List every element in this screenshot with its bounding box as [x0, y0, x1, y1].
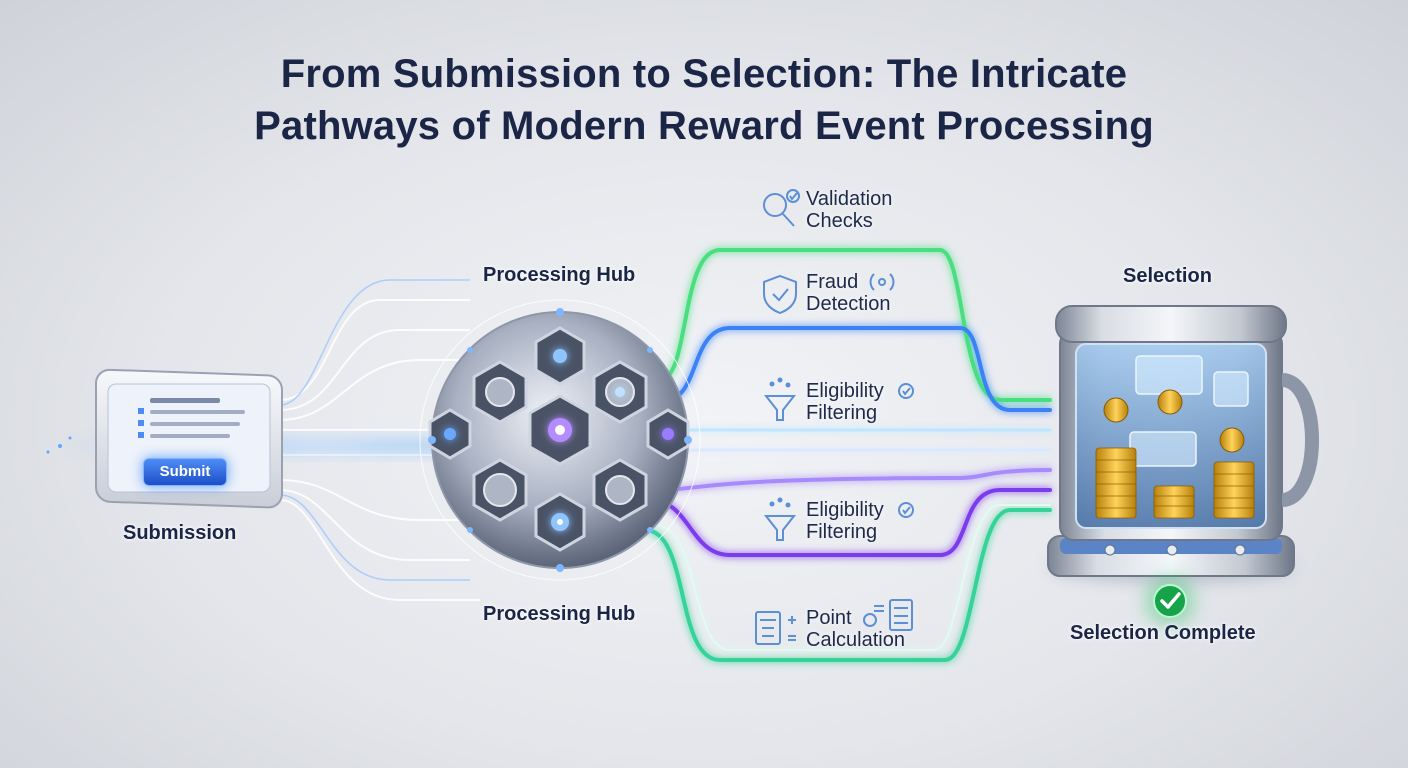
- vault-cards: [1129, 355, 1249, 467]
- check-circle-icon: [898, 383, 914, 399]
- stage-fraud-line-2: Detection: [806, 293, 891, 315]
- stage-point-calculation: Point Calculation: [806, 607, 905, 651]
- stage-point-line-2: Calculation: [806, 629, 905, 651]
- path-eligibility-2b: [648, 488, 1052, 557]
- calculator-icon: [755, 611, 796, 645]
- gear-icon: [483, 377, 635, 507]
- stage-eligibility-2-line-2: Filtering: [806, 521, 878, 543]
- processing-hub-bottom-label: Processing Hub: [483, 603, 636, 625]
- stage-eligibility-1-line-2: Filtering: [806, 402, 878, 424]
- coin-icon: [1103, 389, 1245, 453]
- path-validation: [658, 248, 1052, 402]
- stage-eligibility-filtering-1: Eligibility Filtering: [806, 380, 884, 424]
- selection-complete-label: Selection Complete: [1070, 622, 1256, 644]
- processing-hub-top-label: Processing Hub: [483, 264, 636, 286]
- hub-connector-dots: [428, 308, 692, 572]
- stage-fraud-detection: Fraud Detection: [806, 271, 891, 315]
- title-line-2: Pathways of Modern Reward Event Processi…: [254, 104, 1154, 148]
- funnel-icon: [763, 497, 797, 541]
- path-point: [643, 508, 1052, 662]
- signal-icon: [869, 273, 895, 291]
- stage-point-line-1: Point: [806, 607, 852, 629]
- processing-hub: [419, 299, 701, 581]
- coin-stacks: [1095, 447, 1255, 519]
- stage-validation-line-2: Checks: [806, 210, 873, 232]
- input-circuit-lines-blue: [279, 279, 470, 581]
- input-circuit-lines: [279, 299, 480, 601]
- path-point-inner: [654, 504, 1051, 651]
- selection-vault: [1047, 305, 1319, 582]
- page-title: From Submission to Selection: The Intric…: [0, 48, 1408, 152]
- submit-button[interactable]: Submit: [143, 458, 227, 486]
- stage-fraud-line-1: Fraud: [806, 271, 859, 293]
- stage-validation-checks: Validation Checks: [806, 188, 892, 232]
- stage-validation-line-1: Validation: [806, 188, 893, 210]
- stage-eligibility-2-line-1: Eligibility: [806, 499, 884, 521]
- title-line-1: From Submission to Selection: The Intric…: [280, 52, 1128, 96]
- form-lines: [138, 398, 245, 438]
- calculator-icon: [863, 599, 913, 631]
- submission-label: Submission: [123, 522, 237, 544]
- complete-check-icon: [1144, 575, 1196, 627]
- vault-bolts: [1104, 544, 1246, 556]
- funnel-icon: [763, 377, 797, 421]
- path-eligibility-2: [658, 468, 1052, 492]
- check-circle-icon: [898, 502, 914, 518]
- shield-icon: [763, 274, 797, 315]
- magnifier-check-icon: [763, 189, 800, 227]
- stage-eligibility-filtering-2: Eligibility Filtering: [806, 499, 884, 543]
- hub-nodes: [444, 349, 674, 531]
- selection-label: Selection: [1123, 265, 1212, 287]
- stage-eligibility-1-line-1: Eligibility: [806, 380, 884, 402]
